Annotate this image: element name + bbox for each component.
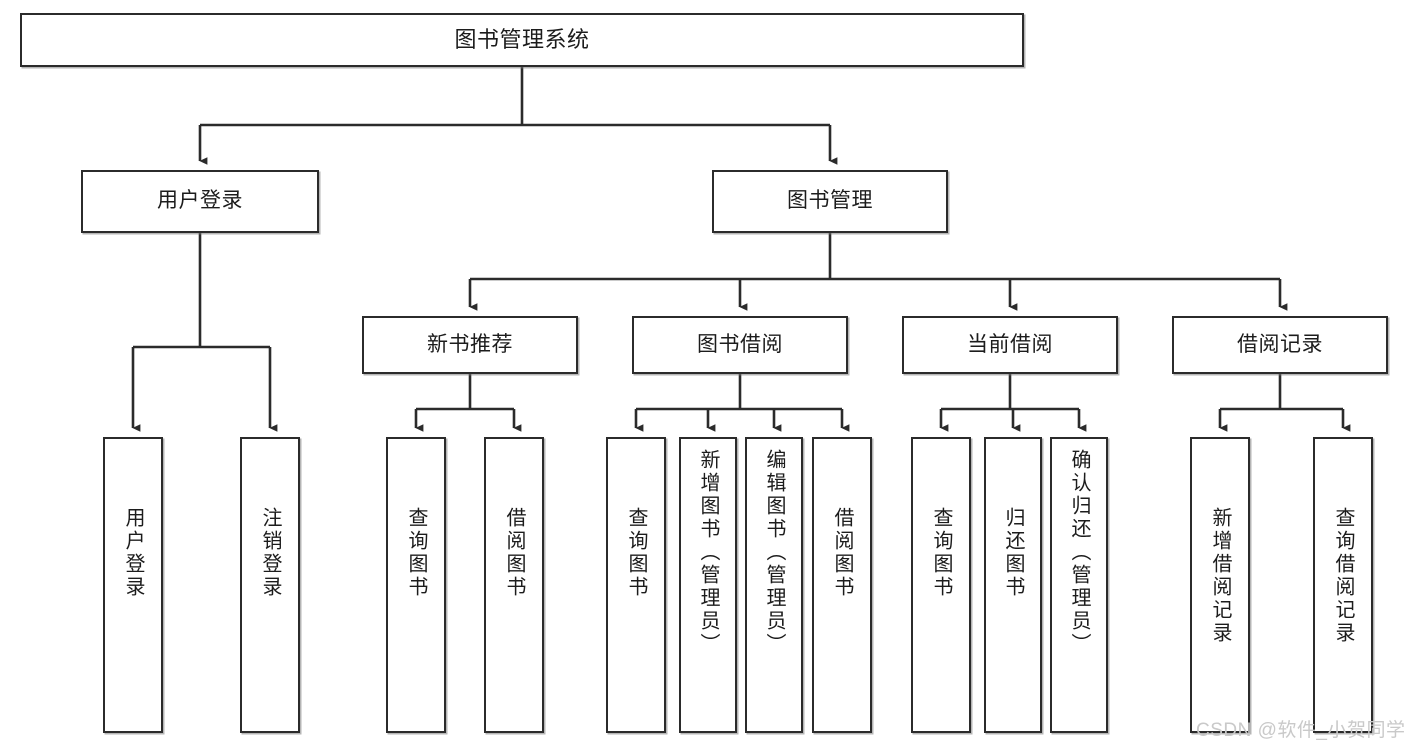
- node-leaf-query-1[interactable]: 查询图书: [386, 437, 446, 733]
- node-label: 借阅图书: [831, 507, 853, 599]
- node-label: 借阅图书: [503, 507, 525, 599]
- node-leaf-confirm[interactable]: 确认归还（管理员）: [1050, 437, 1108, 733]
- node-label: 编辑图书（管理员）: [763, 449, 785, 656]
- node-label: 用户登录: [122, 507, 144, 599]
- node-leaf-logout[interactable]: 注销登录: [240, 437, 300, 733]
- node-label: 查询图书: [930, 507, 952, 599]
- node-leaf-add-rec[interactable]: 新增借阅记录: [1190, 437, 1250, 733]
- node-book-manage[interactable]: 图书管理: [712, 170, 948, 233]
- node-leaf-borrow-1[interactable]: 借阅图书: [484, 437, 544, 733]
- node-borrow-record[interactable]: 借阅记录: [1172, 316, 1388, 374]
- node-label: 图书管理系统: [454, 27, 590, 53]
- node-book-borrow[interactable]: 图书借阅: [632, 316, 848, 374]
- node-label: 查询图书: [625, 507, 647, 599]
- node-label: 图书管理: [787, 189, 873, 213]
- node-label: 用户登录: [157, 189, 243, 213]
- node-leaf-add-book[interactable]: 新增图书（管理员）: [679, 437, 737, 733]
- node-leaf-query-3[interactable]: 查询图书: [911, 437, 971, 733]
- node-label: 确认归还（管理员）: [1068, 449, 1090, 656]
- node-label: 当前借阅: [967, 332, 1053, 356]
- node-leaf-user-login[interactable]: 用户登录: [103, 437, 163, 733]
- node-user-login[interactable]: 用户登录: [81, 170, 319, 233]
- node-label: 查询图书: [405, 507, 427, 599]
- node-leaf-borrow-2[interactable]: 借阅图书: [812, 437, 872, 733]
- node-label: 借阅记录: [1237, 332, 1323, 356]
- node-current-borrow[interactable]: 当前借阅: [902, 316, 1118, 374]
- node-label: 注销登录: [259, 507, 281, 599]
- node-new-book-rec[interactable]: 新书推荐: [362, 316, 578, 374]
- node-leaf-edit-book[interactable]: 编辑图书（管理员）: [745, 437, 803, 733]
- node-label: 新增图书（管理员）: [697, 449, 719, 656]
- node-label: 图书借阅: [697, 332, 783, 356]
- node-label: 归还图书: [1002, 507, 1024, 599]
- node-root[interactable]: 图书管理系统: [20, 13, 1024, 67]
- node-leaf-return[interactable]: 归还图书: [984, 437, 1042, 733]
- node-leaf-query-rec[interactable]: 查询借阅记录: [1313, 437, 1373, 733]
- node-label: 新书推荐: [427, 332, 513, 356]
- node-leaf-query-2[interactable]: 查询图书: [606, 437, 666, 733]
- node-label: 新增借阅记录: [1209, 507, 1231, 645]
- csdn-watermark: CSDN @软件_小贺同学: [1196, 720, 1405, 741]
- node-label: 查询借阅记录: [1332, 507, 1354, 645]
